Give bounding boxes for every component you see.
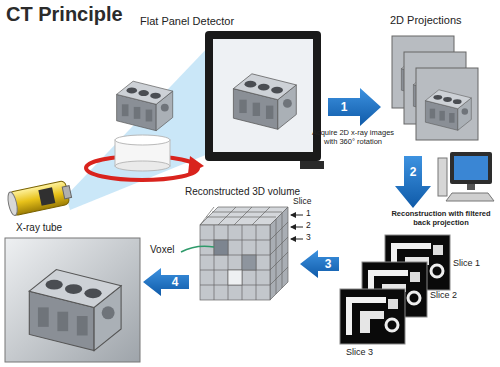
keyboard (446, 193, 494, 201)
turntable-top (115, 135, 170, 145)
slice-image (340, 289, 405, 344)
slice-label: Slice 2 (430, 290, 457, 300)
slice-pointer (291, 215, 303, 216)
scanner (6, 31, 324, 216)
part-label: Flat Panel Detector (140, 15, 234, 28)
callout-number: 4 (167, 274, 183, 290)
stage-label: 2D Projections (390, 14, 462, 27)
slice-number: 2 (306, 221, 311, 231)
tube-band (38, 187, 55, 206)
step-note: Acquire 2D x-ray images with 360° rotati… (310, 129, 396, 146)
step-arrow (328, 88, 381, 126)
title: CT Principle (6, 3, 123, 26)
step-arrow (300, 250, 339, 278)
voxel (242, 255, 256, 270)
rotation-arrow-head (188, 156, 204, 174)
projection-image (416, 68, 478, 140)
part-label: X-ray tube (16, 222, 62, 234)
monitor-screen (454, 156, 488, 180)
part-label: Slice (293, 197, 311, 207)
detector-panel (213, 39, 313, 152)
slice-number: 1 (306, 209, 311, 219)
slice-border (340, 289, 405, 344)
slice-number: 3 (306, 233, 311, 243)
voxel (214, 240, 228, 255)
slice-pointer (291, 227, 303, 228)
voxel-grid (200, 207, 288, 294)
rendered-part (29, 270, 121, 351)
part-label: Voxel (150, 244, 174, 256)
slice-label: Slice 3 (346, 347, 373, 357)
step-arrow (395, 156, 431, 208)
stage-label: Reconstructed 3D volume (185, 186, 300, 198)
voxel (228, 270, 242, 285)
x-ray-tube (6, 180, 73, 217)
callout-number: 3 (320, 256, 336, 272)
detector-stand (300, 161, 324, 169)
volume-front (200, 225, 270, 300)
tube-window (62, 186, 71, 199)
scanned-part (117, 81, 173, 131)
voxel-volume (200, 207, 288, 300)
voxel-leader (181, 246, 214, 252)
projection-part (425, 90, 471, 131)
volume-side (270, 207, 288, 300)
step-arrow (143, 268, 189, 296)
projections (392, 36, 478, 140)
detector-frame (205, 31, 321, 161)
turntable-base (115, 161, 170, 171)
step-note: Reconstruction with filtered back projec… (385, 210, 497, 227)
callout-number: 1 (336, 99, 352, 115)
slices (340, 235, 450, 344)
tube-end (6, 191, 19, 216)
monitor (450, 152, 492, 184)
slice-pointer (291, 239, 303, 240)
render-panel (5, 238, 140, 362)
detector-image (233, 74, 296, 130)
x-ray-beam (66, 42, 213, 210)
callout-number: 2 (405, 164, 421, 180)
slice-label: Slice 1 (453, 258, 480, 268)
computer-tower (438, 158, 447, 196)
monitor-stand (467, 184, 475, 190)
voxel-grid (200, 225, 270, 300)
computer (438, 152, 494, 201)
